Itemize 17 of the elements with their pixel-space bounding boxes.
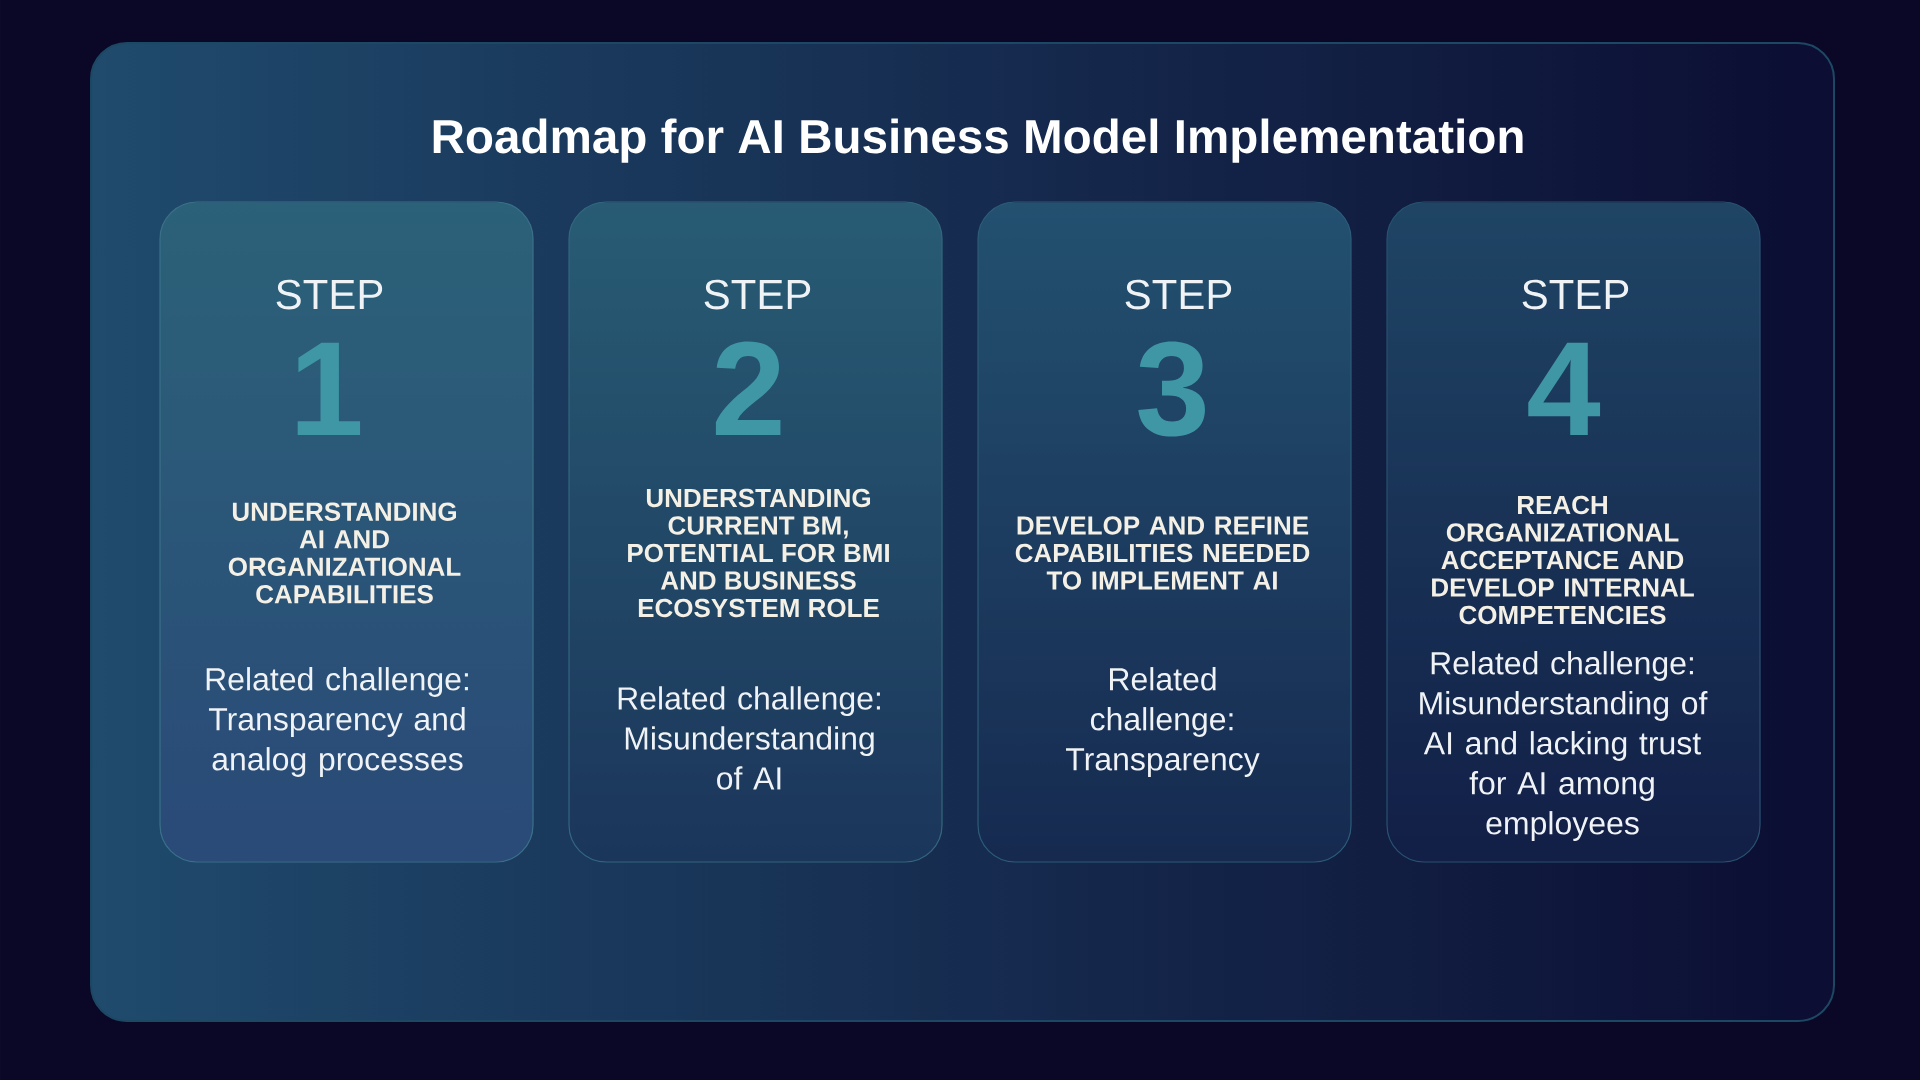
step-number: 1 bbox=[297, 342, 361, 435]
challenge-text: Related challenge: Misunderstanding of AI bbox=[618, 686, 880, 790]
challenge-text: Related challenge: Transparency and analog processes bbox=[206, 667, 468, 777]
challenge-text: Related challenge: Misunderstanding of AI and lacking trust for AI among employees bbox=[1420, 651, 1708, 841]
step-heading: DEVELOP AND REFINE CAPABILITIES NEEDED TO IMPLEMENT AI bbox=[1015, 516, 1310, 590]
step-number: 4 bbox=[1528, 342, 1601, 435]
step-heading: UNDERSTANDING AI AND ORGANIZATIONAL CAPABILITIES bbox=[228, 502, 461, 604]
step-number: 3 bbox=[1138, 341, 1205, 437]
step-heading: UNDERSTANDING CURRENT BM, POTENTIAL FOR BMI AND BUSINESS ECOSYSTEM ROLE bbox=[628, 488, 889, 618]
step-label: STEP bbox=[704, 279, 811, 310]
step-label: STEP bbox=[1522, 279, 1629, 310]
title: Roadmap for AI Business Model Implementation bbox=[433, 118, 1523, 163]
challenge-text: Related challenge: Transparency bbox=[1066, 667, 1260, 777]
step-heading: REACH ORGANIZATIONAL ACCEPTANCE AND DEVELOP INTERNAL COMPETENCIES bbox=[1432, 495, 1694, 625]
step-label: STEP bbox=[1125, 279, 1232, 310]
step-number: 2 bbox=[715, 341, 781, 435]
step-label: STEP bbox=[276, 279, 383, 310]
